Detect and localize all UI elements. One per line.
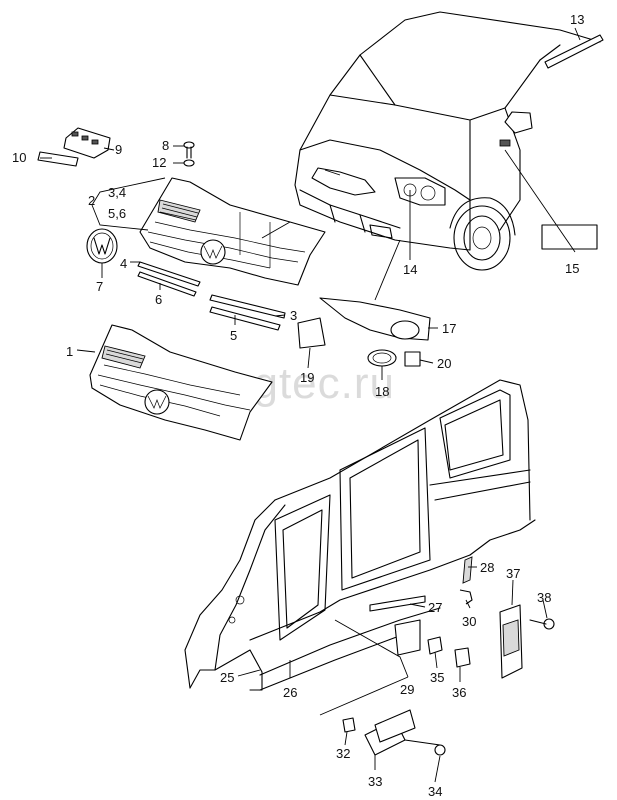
leader-lines [40,27,581,783]
screw-and-washer [183,141,195,167]
callout-10: 10 [12,150,26,165]
callout-35: 35 [430,670,444,685]
control-module-and-label [37,127,111,167]
callout-38: 38 [537,590,551,605]
callout-9: 9 [115,142,122,157]
callout-8: 8 [162,138,169,153]
callout-7: 7 [96,279,103,294]
label-plate [541,224,598,250]
vw-emblem [86,228,118,264]
callout-5-6: 5,6 [108,206,126,221]
callout-2: 2 [88,193,95,208]
vehicle-front-view [294,11,604,271]
callout-27: 27 [428,600,442,615]
callout-28: 28 [480,560,494,575]
callout-5: 5 [230,328,237,343]
callout-14: 14 [403,262,417,277]
mudflap-and-bolt [499,604,555,679]
callout-3-4: 3,4 [108,185,126,200]
callout-numbers: 13 9 10 8 12 2 3,4 5,6 4 7 6 3 5 1 14 15… [12,12,584,799]
callout-33: 33 [368,774,382,789]
callout-1: 1 [66,344,73,359]
callout-36: 36 [452,685,466,700]
callout-15: 15 [565,261,579,276]
callout-25: 25 [220,670,234,685]
callout-4: 4 [120,256,127,271]
callout-30: 30 [462,614,476,629]
callout-19: 19 [300,370,314,385]
radiator-grille-upper [139,177,326,286]
callout-32: 32 [336,746,350,761]
callout-37: 37 [506,566,520,581]
hinge-assembly [342,709,446,756]
callout-13: 13 [570,12,584,27]
radiator-grille-lower [89,324,273,441]
small-brackets [369,595,471,668]
callout-34: 34 [428,784,442,799]
callout-6: 6 [155,292,162,307]
vehicle-side-frame [184,379,536,691]
callout-20: 20 [437,356,451,371]
callout-29: 29 [400,682,414,697]
callout-3: 3 [290,308,297,323]
callout-12: 12 [152,155,166,170]
callout-26: 26 [283,685,297,700]
grille-trim-strips [137,261,286,331]
callout-17: 17 [442,321,456,336]
callout-18: 18 [375,384,389,399]
headlight-trim-parts [297,297,431,367]
